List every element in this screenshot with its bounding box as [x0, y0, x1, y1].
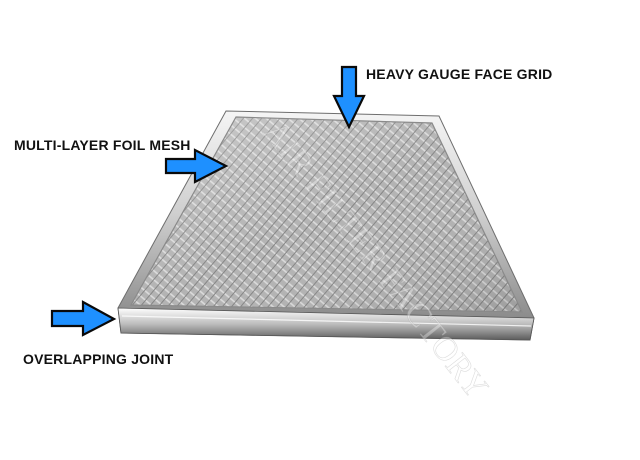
arrow-right-icon	[164, 148, 229, 184]
foil-mesh	[131, 117, 522, 312]
callout-face-grid: HEAVY GAUGE FACE GRID	[366, 66, 553, 82]
callout-foil-mesh: MULTI-LAYER FOIL MESH	[14, 137, 191, 153]
arrow-right-icon	[50, 300, 117, 337]
front-frame-edge	[117, 307, 535, 341]
arrow-down-icon	[332, 65, 366, 130]
callout-overlapping-joint: OVERLAPPING JOINT	[23, 351, 174, 367]
